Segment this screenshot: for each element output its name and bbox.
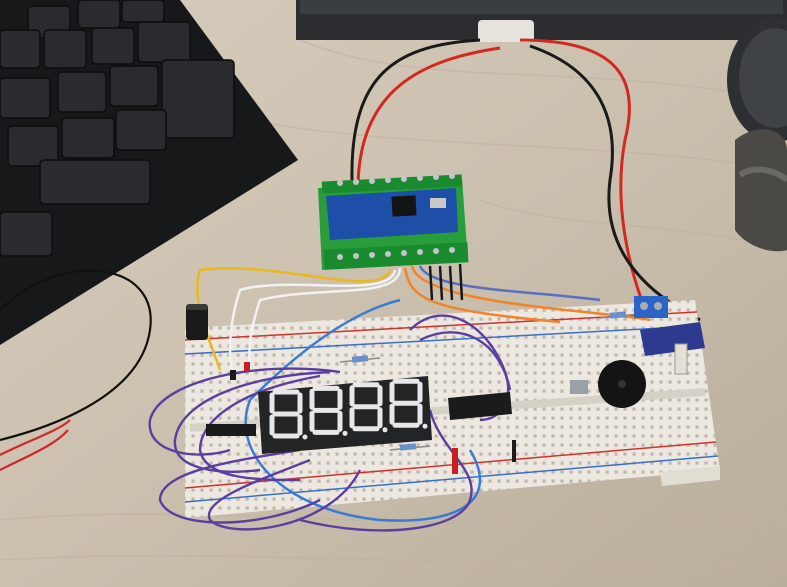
- jumper-ends: [206, 362, 516, 474]
- purple-wires: [148, 314, 512, 532]
- digit-4-decimal-point: [422, 423, 428, 429]
- mouse: [727, 18, 787, 142]
- loose-wires: [0, 269, 152, 471]
- digit-2-decimal-point: [342, 430, 348, 436]
- keyboard: [0, 0, 298, 345]
- digit-1-decimal-point: [302, 434, 308, 440]
- arduino-nano-board: [318, 173, 469, 270]
- sensor-module: [640, 322, 705, 375]
- wood-grain: [0, 39, 787, 566]
- power-wires: [350, 38, 701, 322]
- terminal-block: [634, 296, 668, 318]
- pushbutton: [570, 380, 588, 394]
- monitor-base: [296, 0, 787, 42]
- capacitor: [186, 304, 208, 340]
- hand-glove: [735, 129, 787, 252]
- seven-segment-display: [258, 376, 432, 454]
- shift-register-chip: [448, 392, 512, 420]
- digit-3-decimal-point: [382, 427, 388, 433]
- buzzer: [598, 360, 646, 408]
